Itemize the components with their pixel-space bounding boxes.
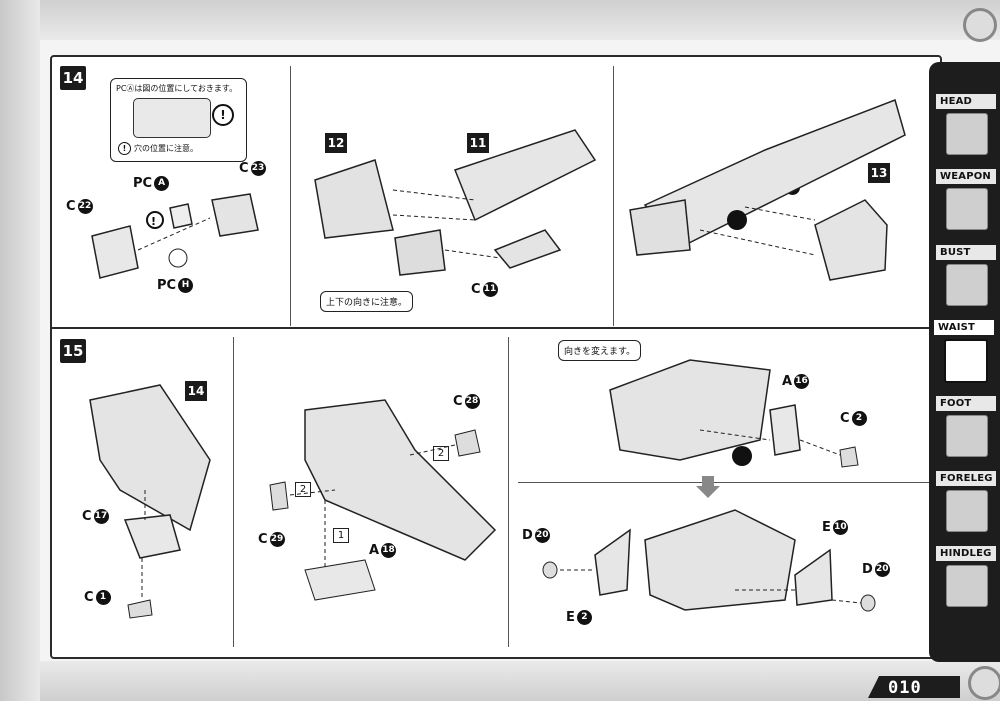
step15-panel-d-drawing bbox=[542, 509, 876, 612]
foreleg-icon bbox=[946, 490, 988, 532]
tab-hindleg-label: HINDLEG bbox=[936, 546, 996, 561]
tab-weapon[interactable]: WEAPON bbox=[936, 169, 996, 231]
gear-icon bbox=[968, 666, 1000, 700]
tab-head[interactable]: HEAD bbox=[936, 94, 996, 156]
weapon-icon bbox=[946, 188, 988, 230]
tab-waist[interactable]: WAIST bbox=[934, 320, 994, 383]
part-13-label: 13 bbox=[868, 163, 890, 183]
part-14-label: 14 bbox=[185, 381, 207, 401]
head-icon bbox=[946, 113, 988, 155]
step14-panel-b-drawing bbox=[314, 129, 597, 276]
step14-panel-a-drawing: ! bbox=[91, 193, 259, 279]
step-15-number: 15 bbox=[60, 339, 86, 363]
tab-foot[interactable]: FOOT bbox=[936, 396, 996, 458]
tab-waist-label: WAIST bbox=[934, 320, 994, 335]
tab-foreleg[interactable]: FORELEG bbox=[936, 471, 996, 533]
column-divider bbox=[290, 66, 291, 326]
note-top-text: PCⒶは図の位置にしておきます。 bbox=[116, 84, 238, 93]
tab-foreleg-label: FORELEG bbox=[936, 471, 996, 486]
step15-panel-c-drawing bbox=[609, 359, 859, 468]
tab-head-label: HEAD bbox=[936, 94, 996, 109]
sequence-1: 1 bbox=[333, 528, 349, 543]
bust-icon bbox=[946, 264, 988, 306]
page-number: 010 bbox=[888, 678, 922, 698]
pc-a-diagram bbox=[133, 98, 211, 138]
sequence-2: 2 bbox=[433, 446, 449, 461]
step15-panel-a-drawing bbox=[89, 384, 211, 619]
caution-icon: ! bbox=[212, 104, 234, 126]
column-divider bbox=[233, 337, 234, 647]
note-orientation: 上下の向きに注意。 bbox=[320, 291, 414, 312]
part-12-label: 12 bbox=[325, 133, 347, 153]
tab-bust-label: BUST bbox=[936, 245, 996, 260]
tab-foot-label: FOOT bbox=[936, 396, 996, 411]
step-14-number: 14 bbox=[60, 66, 86, 90]
column-divider bbox=[613, 66, 614, 326]
step15-panel-b-drawing bbox=[269, 399, 497, 601]
frame-bottom bbox=[0, 661, 1000, 701]
waist-icon bbox=[944, 339, 988, 383]
note-top-caution: 穴の位置に注意。 bbox=[134, 144, 198, 153]
step14-panel-c-drawing bbox=[629, 99, 906, 281]
svg-text:!: ! bbox=[151, 215, 156, 228]
frame-left bbox=[0, 0, 40, 701]
tab-weapon-label: WEAPON bbox=[936, 169, 996, 184]
down-arrow-icon bbox=[696, 476, 720, 498]
tab-hindleg[interactable]: HINDLEG bbox=[936, 546, 996, 608]
gear-icon bbox=[963, 8, 997, 42]
tab-bust[interactable]: BUST bbox=[936, 245, 996, 307]
note-change-direction: 向きを変えます。 bbox=[558, 340, 642, 361]
frame-top bbox=[0, 0, 1000, 40]
page-number-badge bbox=[868, 676, 960, 698]
part-11-label: 11 bbox=[467, 133, 489, 153]
hindleg-icon bbox=[946, 565, 988, 607]
column-divider bbox=[508, 337, 509, 647]
row-divider bbox=[518, 482, 930, 483]
foot-icon bbox=[946, 415, 988, 457]
caution-icon: ! bbox=[118, 142, 131, 155]
step-divider bbox=[50, 327, 938, 329]
